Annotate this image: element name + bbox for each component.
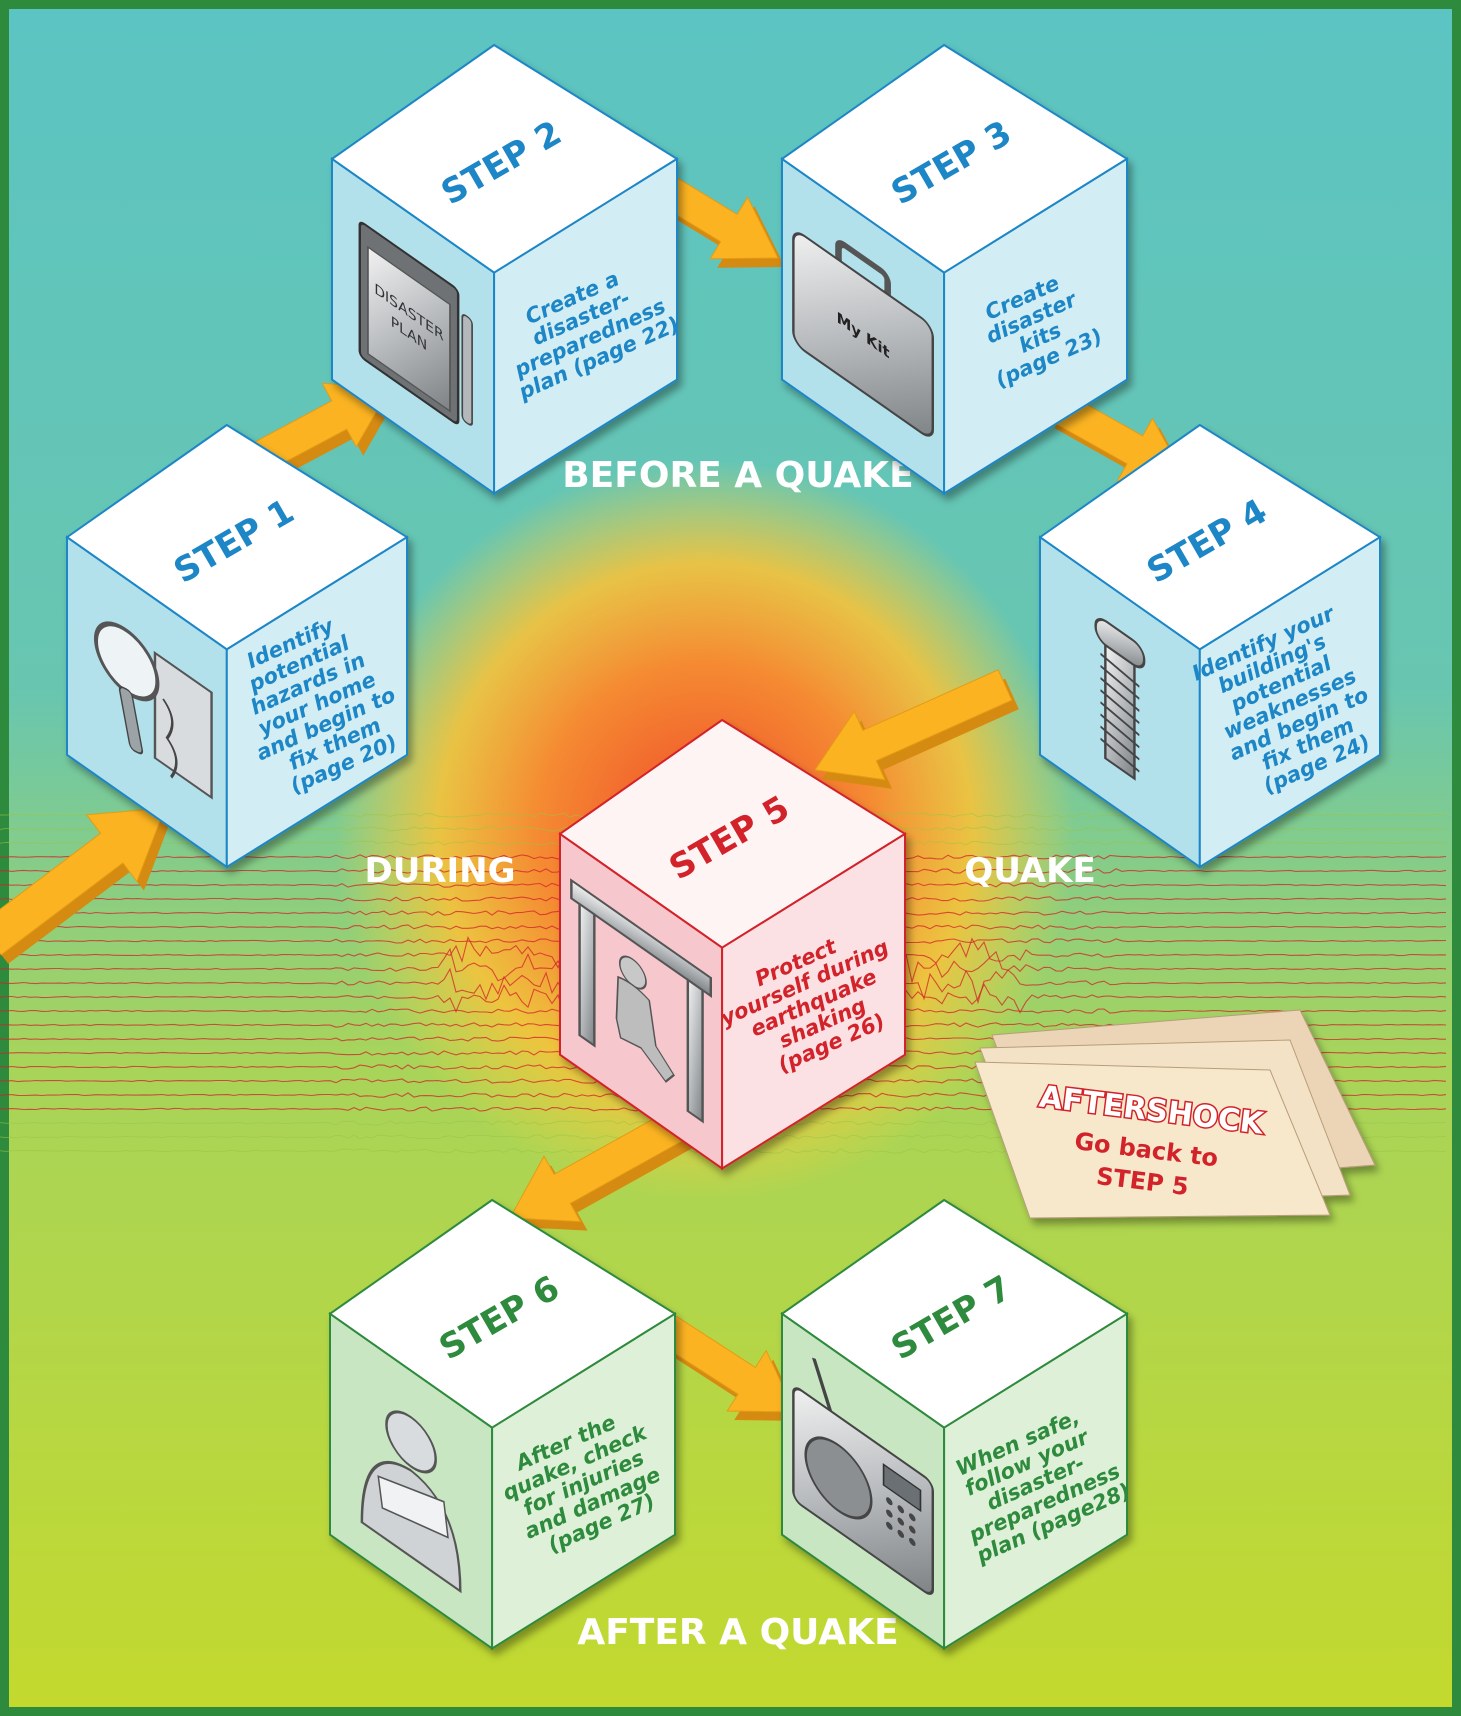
door-lintel <box>570 878 713 999</box>
arrow-into-step-1 <box>0 807 172 964</box>
injured-person-icon <box>360 1410 462 1594</box>
bolt-thread <box>1100 677 1140 712</box>
phase-during-title-right: QUAKE <box>964 851 1095 891</box>
bolt-shaft <box>1104 643 1136 781</box>
arrow-step-6-to-step-7-face <box>655 1313 796 1413</box>
bolt-thread <box>1100 725 1140 761</box>
radio-speaker <box>804 1436 873 1520</box>
radio-button <box>908 1513 916 1522</box>
aftershock-card-front <box>974 1061 1331 1219</box>
face-profile-shape <box>162 698 178 779</box>
bolt-thread <box>1100 652 1140 688</box>
pen-shape <box>461 314 473 426</box>
cube-right-face <box>491 1311 676 1651</box>
cube-right-face <box>493 157 678 496</box>
bolt-thread <box>1100 713 1140 749</box>
radio-button <box>886 1509 893 1518</box>
radio-icon <box>792 1357 935 1595</box>
flow-arrows <box>0 165 1192 1421</box>
bolt-thread <box>1100 664 1140 700</box>
cube-right-face <box>943 157 1128 496</box>
bolt-thread <box>1100 737 1140 773</box>
door-post-right <box>686 977 704 1124</box>
step-description: When safe,follow yourdisaster-preparedne… <box>952 1405 1134 1568</box>
arrow-step-6-to-step-7 <box>655 1313 802 1421</box>
radio-button <box>886 1521 893 1530</box>
radio-button <box>908 1525 916 1534</box>
arm-sling <box>377 1475 449 1539</box>
cube-right-face <box>225 535 408 869</box>
radio-antenna <box>811 1357 833 1412</box>
radio-button <box>886 1497 893 1506</box>
handle-shape <box>118 686 144 755</box>
mirror-shape <box>153 650 213 800</box>
arrow-into-step-1-face <box>0 807 166 956</box>
person-head <box>385 1410 437 1474</box>
cube-right-face <box>1198 535 1381 869</box>
cube-right-face <box>721 832 906 1171</box>
aftershock-note: AFTERSHOCK Go back to STEP 5 <box>974 1009 1376 1219</box>
person-body <box>615 975 675 1083</box>
cube-right-face <box>943 1311 1128 1651</box>
case-body <box>792 232 935 437</box>
arrow-step-4-to-step-5 <box>814 669 1019 789</box>
radio-button <box>897 1505 905 1514</box>
bolt-thread <box>1100 689 1140 725</box>
bolt-screw-icon <box>1094 618 1146 781</box>
phase-before-title: BEFORE A QUAKE <box>562 455 914 496</box>
radio-display <box>882 1463 922 1513</box>
door-post-left <box>578 901 596 1048</box>
kit-case-icon: My Kit <box>792 232 935 437</box>
radio-button <box>897 1529 905 1538</box>
magnifying-glass-icon <box>93 621 213 800</box>
radio-button <box>897 1517 905 1526</box>
phase-after-title: AFTER A QUAKE <box>577 1612 898 1653</box>
radio-button <box>908 1537 916 1546</box>
arrow-step-4-to-step-5-face <box>814 669 1013 781</box>
doorway-person-icon <box>570 878 713 1124</box>
bolt-thread <box>1100 701 1140 737</box>
clipboard-paper <box>367 245 451 413</box>
phase-during-title-left: DURING <box>364 851 515 891</box>
